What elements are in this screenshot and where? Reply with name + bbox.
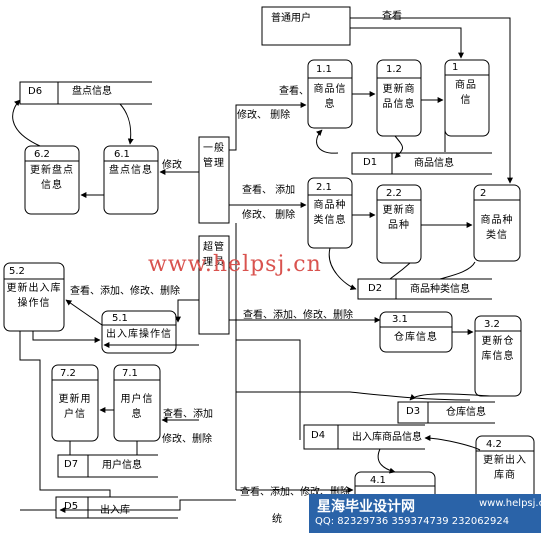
site-banner[interactable]: 星海毕业设计网 www.helpsj.cn QQ: 82329736 35937… [309,494,541,533]
process-7-2-text: 更新用户信 [58,394,92,420]
process-2-2-box [376,184,422,264]
general-admin-label: 一般管理 [203,143,225,169]
store-d6-name: 盘点信息 [72,86,112,97]
store-d4-id: D4 [311,430,326,441]
store-d2-name: 商品种类信息 [410,284,470,295]
flow-label-bottom-cut: 统 [272,514,282,525]
store-d1-id: D1 [363,157,378,168]
flow-label-modify-delete1: 修改、 删除 [237,110,291,121]
process-2-box [473,184,521,262]
process-4-2-text: 更新出入库商 [483,455,527,481]
store-d3-id: D3 [406,406,421,417]
store-d7-name: 用户信息 [102,460,142,471]
process-6-2-box [24,145,80,215]
banner-title: 星海毕业设计网 [317,499,415,515]
external-entity-box [261,6,351,46]
store-d5-name: 出入库 [100,505,130,516]
process-2-text: 商品种类信 [480,215,514,241]
general-admin-box [198,136,230,224]
process-5-1-box [101,310,177,354]
store-d3-name: 仓库信息 [446,407,486,418]
process-6-1-box [103,145,159,215]
flow-label-bottom-ops: 查看、添加、修改、删除 [240,487,350,498]
process-2-id: 2 [480,188,487,199]
flow-label-modify-delete7: 修改、删除 [162,434,212,445]
banner-url[interactable]: www.helpsj.cn [479,498,541,509]
process-5-2-id: 5.2 [9,266,25,277]
process-3-2-text: 更新仓库信息 [481,336,515,362]
store-d2-shape [357,278,492,300]
process-2-1-id: 2.1 [316,182,332,193]
process-1-id: 1 [452,62,459,73]
process-3-2-id: 3.2 [484,319,500,330]
process-1-2-text: 更新商品信息 [382,84,416,110]
super-admin-label: 超管理员 [203,242,225,268]
process-7-1-text: 用户信息 [120,394,154,420]
process-5-1-text: 出入库操作信 [106,329,172,340]
process-2-1-text: 商品种类信息 [313,200,347,226]
banner-qq: QQ: 82329736 359374739 232062924 [315,516,510,527]
process-1-1-id: 1.1 [316,64,332,75]
store-d6-id: D6 [28,86,43,97]
flow-label-all-ops-3: 查看、添加、修改、删除 [243,310,353,321]
process-6-1-text: 盘点信息 [109,165,153,176]
process-2-2-id: 2.2 [386,188,402,199]
process-6-2-text: 更新盘点信息 [30,165,74,191]
process-3-2-box [474,315,522,397]
process-5-1-id: 5.1 [112,313,128,324]
process-5-2-text: 更新出入库操作信 [6,283,62,309]
store-d5-id: D5 [64,501,79,512]
process-1-box [444,59,490,137]
external-entity-label: 普通用户 [271,13,311,24]
process-3-1-id: 3.1 [392,314,408,325]
store-d1-shape [351,152,492,175]
store-d2-id: D2 [368,283,383,294]
super-admin-box [198,235,230,335]
process-6-2-id: 6.2 [34,149,50,160]
flow-label-modify-delete2: 修改、 删除 [242,210,296,221]
watermark-text: www.helpsj.cn [148,252,322,277]
process-1-2-id: 1.2 [386,64,402,75]
process-1-2-box [376,59,422,137]
process-6-1-id: 6.1 [114,149,130,160]
process-1-text: 商品信 [455,80,477,106]
store-d4-shape [303,424,425,450]
store-d5-shape [55,496,178,519]
flow-label-modify-6: 修改 [162,160,182,171]
process-5-2-box [3,262,65,332]
flow-label-view-add2: 查看、 添加 [242,185,296,196]
store-d7-id: D7 [64,459,79,470]
store-d7-shape [57,454,158,478]
store-d1-name: 商品信息 [414,158,454,169]
flow-label-all-ops-5: 查看、添加、修改、删除 [70,286,180,297]
process-7-2-box [51,364,99,442]
process-4-2-id: 4.2 [486,439,502,450]
process-7-2-id: 7.2 [60,368,76,379]
store-d4-name: 出入库商品信息 [352,432,422,443]
store-d6-shape [19,81,152,105]
flow-label-view-top: 查看 [382,11,402,22]
process-7-1-id: 7.1 [122,368,138,379]
flow-label-view1: 查看、 [279,86,309,97]
process-3-1-text: 仓库信息 [394,332,438,343]
store-d3-shape [397,401,495,424]
process-1-1-text: 商品信息 [313,84,347,110]
process-4-1-id: 4.1 [370,475,386,486]
flow-label-view-add7: 查看、添加 [163,409,213,420]
process-2-2-text: 更新商品种 [382,205,416,231]
